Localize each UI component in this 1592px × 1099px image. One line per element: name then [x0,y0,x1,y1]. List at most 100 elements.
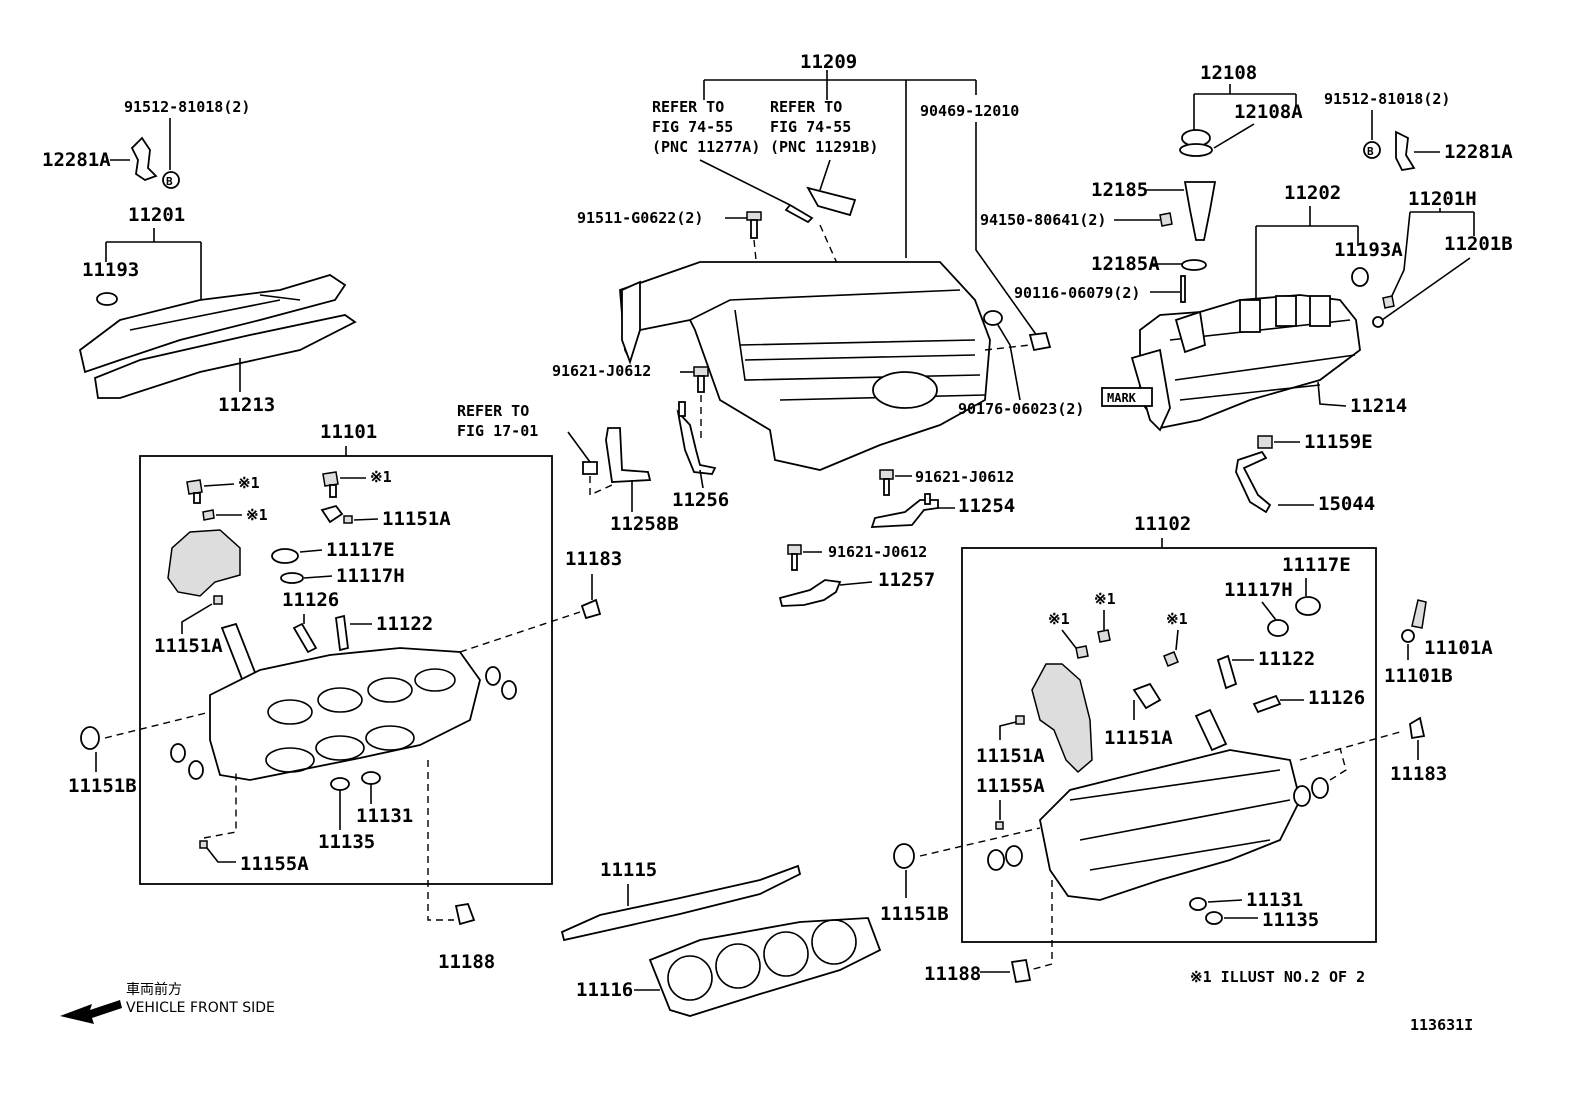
label-11193A[interactable]: 11193A [1334,239,1403,261]
engine-cover-body[interactable] [619,261,991,471]
label-11214[interactable]: 11214 [1350,395,1407,417]
gasket-11117H[interactable] [280,572,304,584]
label-11115[interactable]: 11115 [600,859,657,881]
oil-filler-pipe-12185[interactable] [1183,181,1217,241]
plug-11117E-rh[interactable] [1295,596,1321,616]
guide-11122-rh[interactable] [1216,654,1238,690]
label-x1-rh-c[interactable]: ※1 [1166,610,1188,628]
label-x1-c[interactable]: ※1 [370,468,392,486]
label-11201[interactable]: 11201 [128,204,185,226]
label-12281A-left[interactable]: 12281A [42,149,111,171]
seal-11131-lh[interactable] [361,771,381,785]
guide-tube-rh[interactable] [1194,708,1228,752]
label-11183-rh[interactable]: 11183 [1390,763,1447,785]
plug-11151A-rh-top[interactable] [1132,682,1162,710]
label-11101B[interactable]: 11101B [1384,665,1453,687]
label-11117H[interactable]: 11117H [336,565,405,587]
guide-11122[interactable] [335,614,349,652]
plug-11183[interactable] [580,598,602,620]
label-11117E-rh[interactable]: 11117E [1282,554,1351,576]
label-11151A-1[interactable]: 11151A [382,508,451,530]
seal-11201B[interactable] [1372,316,1384,328]
emblem-clip[interactable] [784,203,814,224]
label-x1-b[interactable]: ※1 [246,506,268,524]
label-11202[interactable]: 11202 [1284,182,1341,204]
label-12108[interactable]: 12108 [1200,62,1257,84]
label-11256[interactable]: 11256 [672,489,729,511]
label-11131[interactable]: 11131 [356,805,413,827]
label-11254[interactable]: 11254 [958,495,1015,517]
label-11209[interactable]: 11209 [800,51,857,73]
plug-11151A-top[interactable] [343,515,353,524]
label-91621a[interactable]: 91621-J0612 [552,362,651,380]
label-90469[interactable]: 90469-12010 [920,102,1019,120]
v6-emblem[interactable] [806,186,857,217]
label-91512-right[interactable]: 91512-81018(2) [1324,90,1450,108]
label-90116[interactable]: 90116-06079(2) [1014,284,1140,302]
clip-90469[interactable] [1028,332,1052,352]
plug-11151A-2[interactable] [213,595,223,605]
guide-11126[interactable] [292,622,318,654]
label-11151A-rh-1[interactable]: 11151A [976,745,1045,767]
label-11126[interactable]: 11126 [282,589,339,611]
label-11213[interactable]: 11213 [218,394,275,416]
head-cover-lh[interactable] [78,274,347,374]
label-11155A-rh[interactable]: 11155A [976,775,1045,797]
label-15044[interactable]: 15044 [1318,493,1375,515]
label-91511[interactable]: 91511-G0622(2) [577,209,703,227]
bracket-11256[interactable] [676,409,717,475]
plug-11183-rh[interactable] [1409,716,1426,740]
label-11131-rh[interactable]: 11131 [1246,889,1303,911]
label-11151B-rh[interactable]: 11151B [880,903,949,925]
cam-housing-rh[interactable] [1031,663,1093,774]
label-11117E[interactable]: 11117E [326,539,395,561]
pin-11155A-rh[interactable] [995,821,1004,830]
label-11257[interactable]: 11257 [878,569,935,591]
gasket-11117H-rh[interactable] [1267,619,1289,637]
grommet-90176[interactable] [983,310,1003,326]
label-11117H-rh[interactable]: 11117H [1224,579,1293,601]
label-x1-a[interactable]: ※1 [238,474,260,492]
label-11159E[interactable]: 11159E [1304,431,1373,453]
bolt-91621a-head[interactable] [693,366,709,377]
label-11135-rh[interactable]: 11135 [1262,909,1319,931]
label-11135[interactable]: 11135 [318,831,375,853]
gasket-12185A[interactable] [1181,259,1207,271]
label-11126-rh[interactable]: 11126 [1308,687,1365,709]
seal-11135-lh[interactable] [330,777,350,791]
label-x1-rh-a[interactable]: ※1 [1094,590,1116,608]
label-11258B[interactable]: 11258B [610,513,679,535]
bolt-x1-c[interactable] [322,471,339,487]
engine-hanger-left[interactable] [130,136,158,182]
bolt-11201H[interactable] [1382,295,1395,309]
label-11122[interactable]: 11122 [376,613,433,635]
gasket-11213[interactable] [94,314,357,399]
label-11101A[interactable]: 11101A [1424,637,1493,659]
label-94150[interactable]: 94150-80641(2) [980,211,1106,229]
label-refer-a3[interactable]: (PNC 11277A) [652,138,760,156]
label-refer-a2[interactable]: FIG 74-55 [652,118,733,136]
washer-11101B[interactable] [1401,629,1415,643]
engine-hanger-right[interactable] [1395,130,1416,171]
label-11101[interactable]: 11101 [320,421,377,443]
cam-housing-plug[interactable] [320,504,344,524]
label-12281A-right[interactable]: 12281A [1444,141,1513,163]
cylinder-head-rh-body[interactable] [1039,749,1301,901]
label-11188-rh[interactable]: 11188 [924,963,981,985]
pin-11155A-lh[interactable] [199,840,208,849]
bracket-11258B[interactable] [605,427,652,483]
label-12185[interactable]: 12185 [1091,179,1148,201]
label-11151B[interactable]: 11151B [68,775,137,797]
seal-11151B-lh[interactable] [80,726,100,750]
label-11201B[interactable]: 11201B [1444,233,1513,255]
bolt-x1-rh-a[interactable] [1097,629,1111,643]
label-11201H[interactable]: 11201H [1408,188,1477,210]
label-11193[interactable]: 11193 [82,259,139,281]
label-11102[interactable]: 11102 [1134,513,1191,535]
label-11116[interactable]: 11116 [576,979,633,1001]
label-refer-b3[interactable]: (PNC 11291B) [770,138,878,156]
washer-x1-b[interactable] [202,509,215,521]
bolt-x1-rh-c[interactable] [1163,651,1179,667]
label-refer-c2[interactable]: FIG 17-01 [457,422,538,440]
label-12108A[interactable]: 12108A [1234,101,1303,123]
